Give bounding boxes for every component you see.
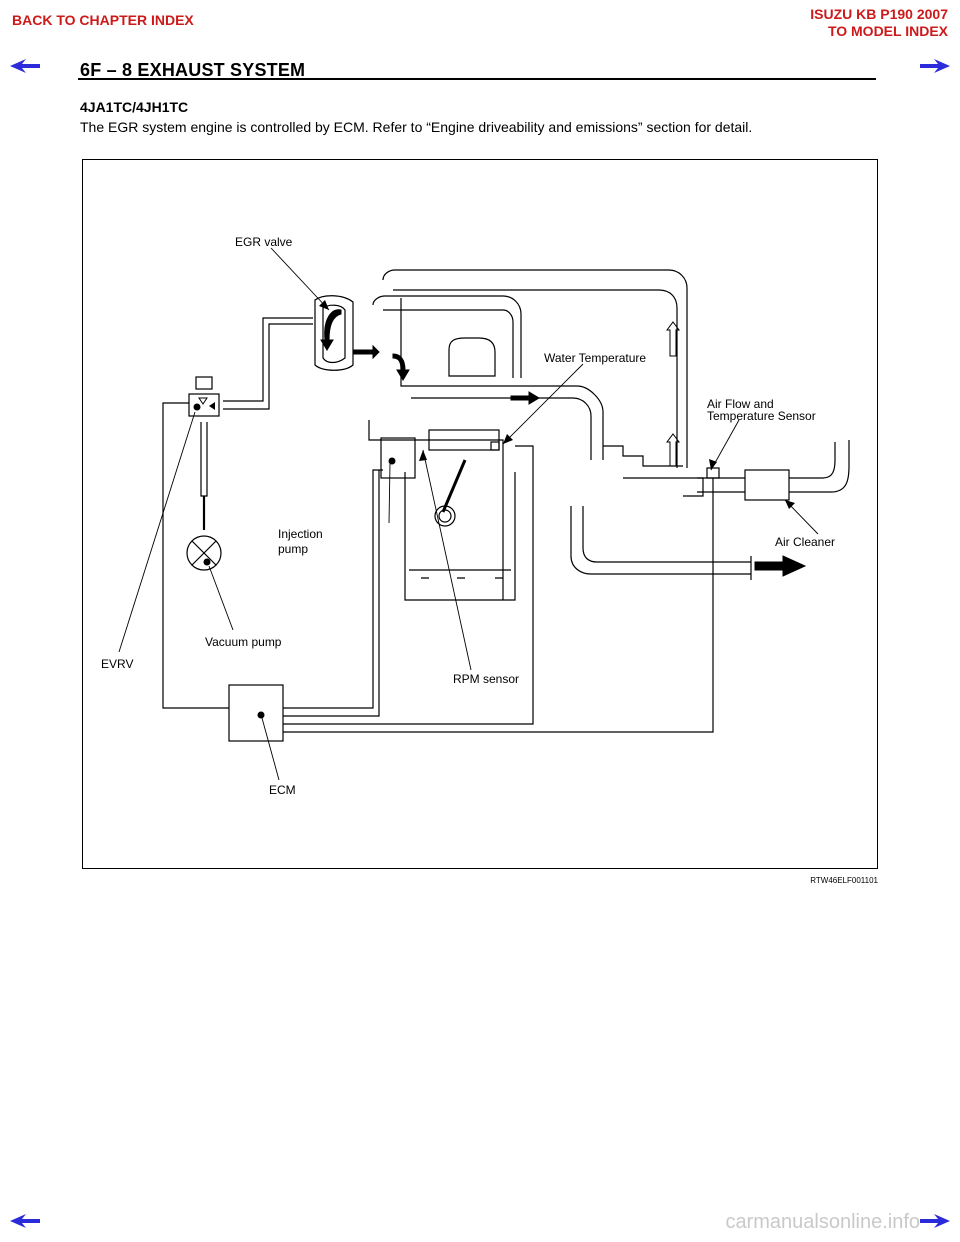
right-arrow-icon (920, 1214, 950, 1228)
engine-model-heading: 4JA1TC/4JH1TC (80, 99, 189, 115)
left-arrow-icon (10, 1214, 40, 1228)
egr-diagram-drawing: EGR valve Water Temperature Air Flow and… (101, 235, 850, 797)
engine-block (404, 472, 516, 601)
label-air-cleaner: Air Cleaner (775, 535, 835, 549)
watermark: carmanualsonline.info (725, 1211, 920, 1233)
right-arrow-icon (920, 59, 950, 73)
airflow-wire (283, 478, 714, 733)
rpm-wire (283, 445, 534, 725)
piston (428, 429, 500, 451)
ecm-box (228, 684, 284, 742)
ecm-leader (261, 717, 280, 781)
prev-page-button[interactable] (8, 58, 42, 74)
to-model-index-link[interactable]: TO MODEL INDEX (827, 23, 948, 39)
egr-valve-leader (270, 247, 330, 311)
footer-next-page-button[interactable] (918, 1213, 952, 1229)
label-ecm: ECM (269, 783, 296, 797)
label-injection-line1: Injection (278, 527, 323, 541)
footer-prev-page-button[interactable] (8, 1213, 42, 1229)
label-water-temperature: Water Temperature (544, 351, 646, 365)
rpm-leader (422, 449, 472, 671)
figure-code: RTW46ELF001101 (810, 876, 878, 885)
intro-paragraph: The EGR system engine is controlled by E… (80, 119, 753, 135)
injection-pump-box (380, 437, 416, 479)
crank-pulley (434, 505, 456, 527)
injection-leader (388, 462, 391, 524)
vacuum-pump-leader (208, 565, 234, 631)
label-evrv: EVRV (101, 657, 133, 671)
label-vacuum-pump: Vacuum pump (205, 635, 282, 649)
label-airflow-line2: Temperature Sensor (707, 409, 816, 423)
air-cleaner-box (744, 469, 790, 501)
water-temp-leader (502, 363, 584, 445)
document-title: ISUZU KB P190 2007 (810, 6, 948, 22)
vacuum-pump-symbol (186, 535, 222, 571)
back-to-chapter-index-link[interactable]: BACK TO CHAPTER INDEX (12, 12, 194, 28)
left-arrow-icon (10, 59, 40, 73)
next-page-button[interactable] (918, 58, 952, 74)
egr-valve-body (314, 295, 354, 371)
title-divider (78, 78, 876, 80)
injection-wire (283, 469, 383, 709)
label-injection-line2: pump (278, 542, 308, 556)
evrv-box (188, 393, 220, 417)
section-title: 6F – 8 EXHAUST SYSTEM (80, 60, 306, 80)
label-rpm-sensor: RPM sensor (453, 672, 519, 686)
label-airflow-line1: Air Flow and (707, 397, 774, 411)
label-egr-valve: EGR valve (235, 235, 293, 249)
doc-header: ISUZU KB P190 2007 TO MODEL INDEX (810, 6, 948, 40)
evrv-wire (162, 402, 229, 709)
evrv-leader (118, 411, 196, 653)
egr-system-diagram: EGR valve Water Temperature Air Flow and… (82, 159, 878, 869)
